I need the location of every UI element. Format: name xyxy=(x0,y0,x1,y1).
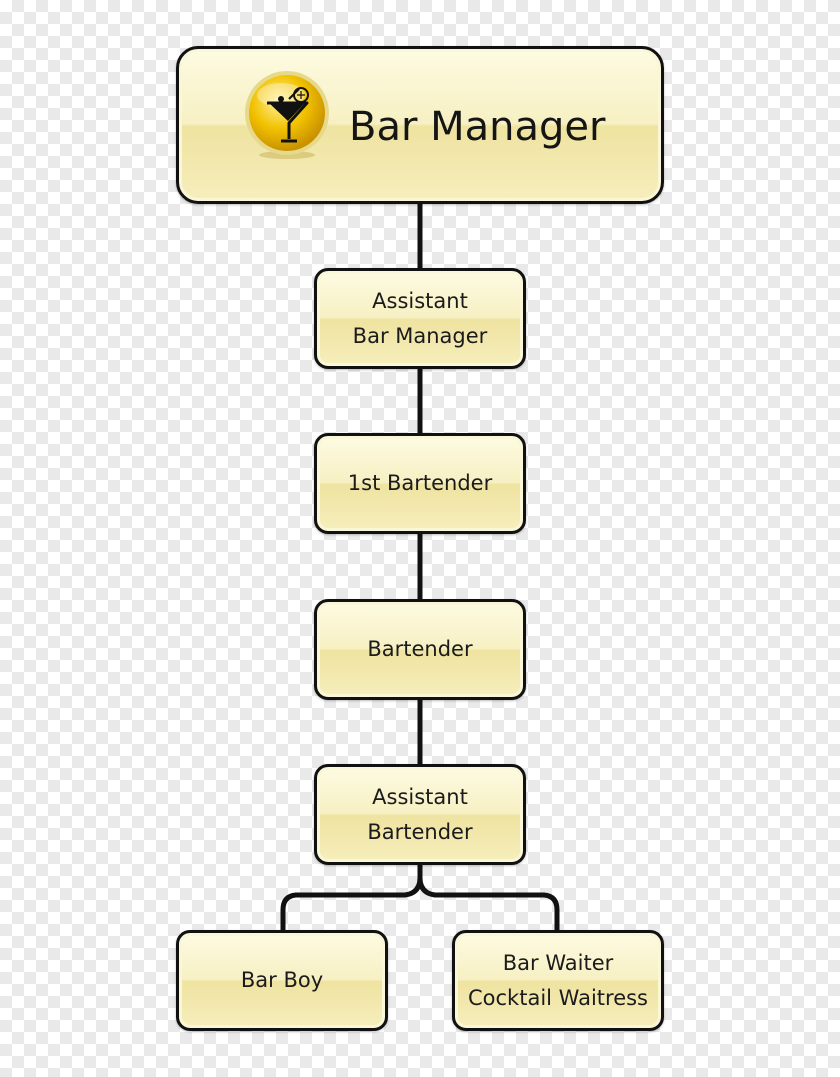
node-title: Bar Manager xyxy=(349,104,606,150)
cocktail-glass-icon xyxy=(245,71,329,159)
node-label-line: Assistant xyxy=(372,288,468,313)
node-1st-bartender: 1st Bartender xyxy=(314,433,526,534)
node-label-line: Bar Waiter xyxy=(502,950,614,975)
node-label-line: Assistant xyxy=(372,784,468,809)
node-label-line: Bar Manager xyxy=(352,323,488,348)
node-assistant-bar-manager: Assistant Bar Manager xyxy=(314,268,526,369)
node-label-line: Bartender xyxy=(367,819,473,844)
node-label-line: Cocktail Waitress xyxy=(468,985,648,1010)
node-bar-manager: Bar Manager xyxy=(176,46,664,204)
node-assistant-bartender: Assistant Bartender xyxy=(314,764,526,865)
node-label-line: Bartender xyxy=(367,637,473,661)
node-label-line: Bar Boy xyxy=(240,968,324,992)
node-bar-waiter: Bar Waiter Cocktail Waitress xyxy=(452,930,664,1031)
node-label-line: 1st Bartender xyxy=(347,471,493,495)
node-bar-boy: Bar Boy xyxy=(176,930,388,1031)
connector-brace xyxy=(280,862,560,933)
node-bartender: Bartender xyxy=(314,599,526,700)
